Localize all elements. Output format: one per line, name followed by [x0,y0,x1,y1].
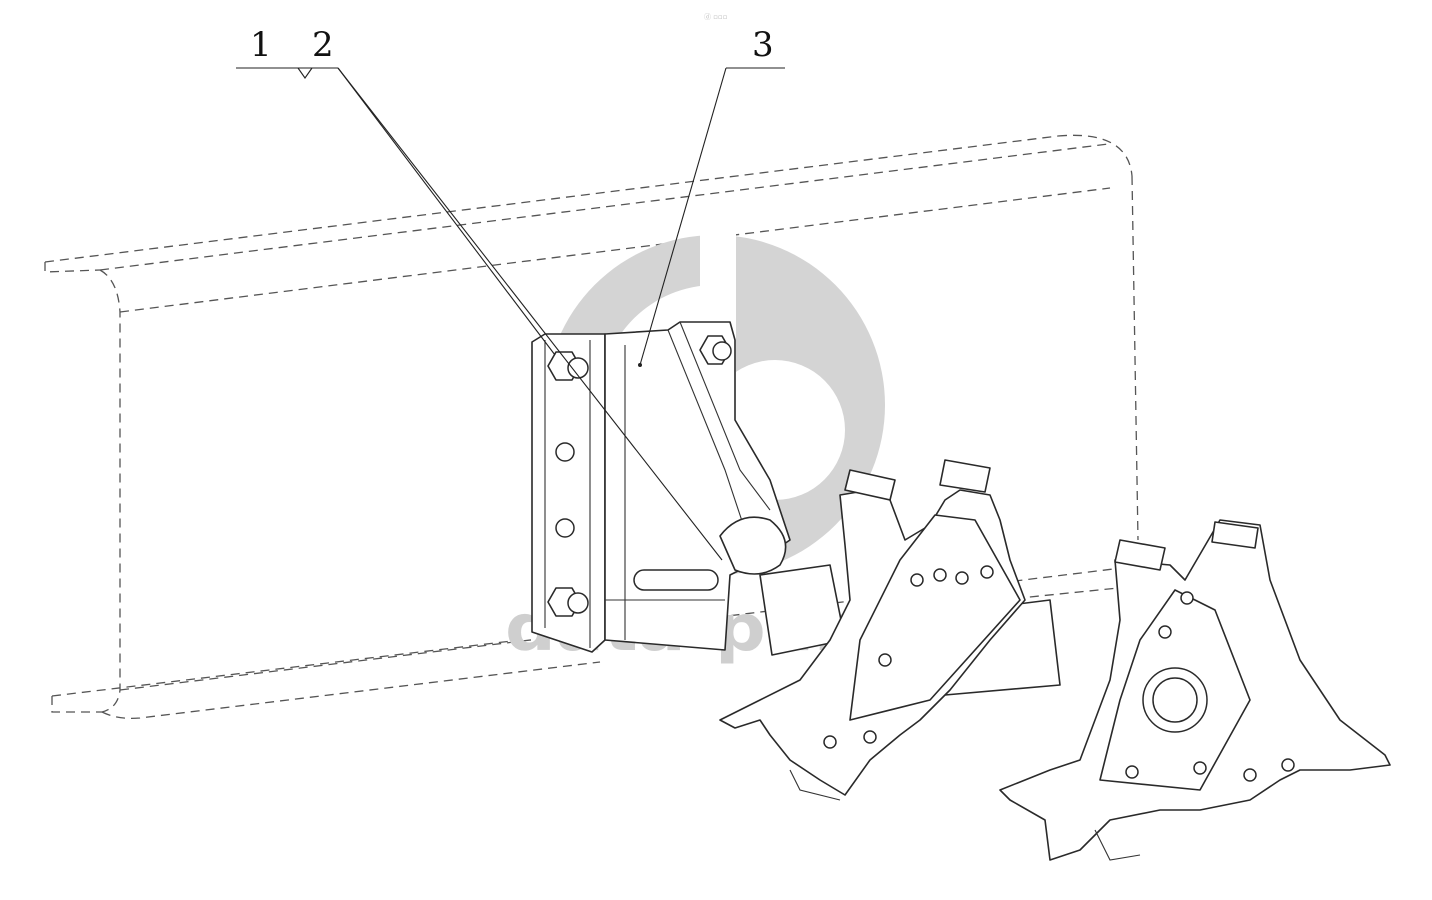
bolt-bottom-left [547,587,589,617]
bolt-top-right [699,335,732,365]
spool-wheel-right [999,519,1391,861]
callout-1: 1 [250,25,272,65]
faint-mark: ⓓ ▫▫▫ [704,13,727,21]
callout-3: 3 [752,25,774,65]
callout-2: 2 [312,25,334,65]
leader-lines [236,67,785,561]
spool-wheel-left [719,459,1026,801]
bracket [604,321,791,651]
bolt-top-left [547,351,589,381]
mounting-plate [531,333,606,653]
